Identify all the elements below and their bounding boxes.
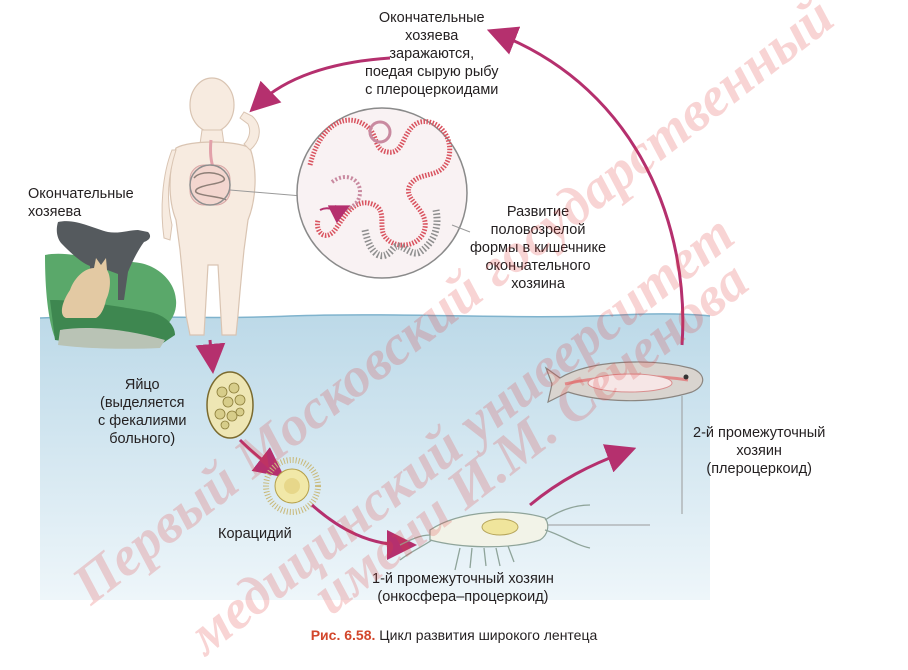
- label-development-line-2: половозрелой: [490, 222, 586, 238]
- label-top-line-4: поедая сырую рыбу: [365, 64, 499, 80]
- human-figure: [161, 77, 303, 336]
- label-top: Окончательные хозяева заражаются, поедая…: [365, 9, 499, 99]
- cat-icon: [61, 258, 110, 318]
- coracidium-icon: [263, 457, 321, 515]
- caption-figure-number: Рис. 6.58.: [310, 627, 376, 643]
- arrow-fish-to-host: [486, 26, 685, 346]
- dog-icon: [56, 221, 151, 300]
- label-host1-line-1: 1-й промежуточный хозяин: [372, 571, 554, 587]
- label-development-line-3: формы в кишечнике: [470, 240, 607, 256]
- label-definitive-hosts-line-1: Окончательные: [28, 186, 134, 202]
- arrow-copepod-to-fish: [529, 444, 637, 507]
- shore: [45, 253, 177, 349]
- label-host1: 1-й промежуточный хозяин (онкосфера–проц…: [372, 570, 554, 606]
- label-egg-line-1: Яйцо: [124, 377, 160, 393]
- label-development-line-1: Развитие: [506, 204, 570, 220]
- fish-icon: [544, 361, 704, 514]
- label-egg-line-3: с фекалиями: [98, 413, 187, 429]
- copepod-icon: [399, 504, 650, 571]
- label-development-line-4: окончательного: [485, 258, 591, 274]
- label-top-line-2: хозяева: [405, 28, 459, 44]
- label-host1-line-2: (онкосфера–процеркоид): [377, 589, 549, 605]
- egg-icon: [206, 371, 254, 439]
- label-coracidium: Корацидий: [218, 526, 292, 542]
- caption-text: Цикл развития широкого лентеца: [379, 627, 598, 643]
- arrow-coracidium-to-copepod: [311, 503, 417, 560]
- label-egg: Яйцо (выделяется с фекалиями больного): [98, 376, 186, 448]
- label-egg-line-4: больного): [109, 431, 176, 447]
- label-host2-line-2: хозяин: [736, 443, 782, 459]
- arrow-egg-to-coracidium: [238, 438, 285, 478]
- label-host2-line-1: 2-й промежуточный: [693, 425, 826, 441]
- label-top-line-3: заражаются,: [389, 46, 475, 62]
- label-definitive-hosts-line-2: хозяева: [28, 204, 82, 220]
- intestine-magnified: [296, 107, 468, 279]
- leader-development: [451, 224, 471, 233]
- label-host2-line-3: (плероцеркоид): [706, 461, 812, 477]
- label-top-line-5: с плероцеркоидами: [365, 82, 499, 98]
- arrow-human-to-egg: [195, 339, 226, 374]
- label-development: Развитие половозрелой формы в кишечнике …: [470, 203, 606, 293]
- arrow-top-to-human: [249, 56, 391, 113]
- label-top-line-1: Окончательные: [378, 10, 485, 26]
- label-definitive-hosts: Окончательные хозяева: [28, 185, 134, 221]
- label-egg-line-2: (выделяется: [100, 395, 185, 411]
- label-development-line-5: хозяина: [511, 276, 565, 292]
- figure-caption: Рис. 6.58. Цикл развития широкого лентец…: [0, 627, 908, 643]
- label-host2: 2-й промежуточный хозяин (плероцеркоид): [693, 424, 825, 478]
